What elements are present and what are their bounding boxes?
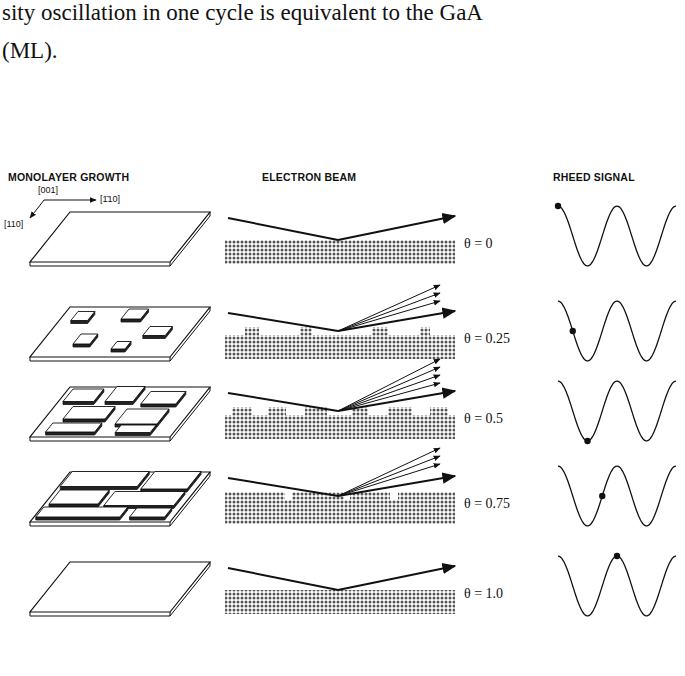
growth-plate — [30, 387, 210, 442]
body-text: sity oscillation in one cycle is equival… — [2, 0, 483, 25]
electron-beam — [228, 566, 455, 590]
signal-dot — [599, 493, 605, 499]
coverage-label: θ = 0 — [464, 236, 493, 251]
axis-label: [1̄10] — [100, 195, 120, 205]
signal-dot — [614, 553, 620, 559]
rheed-signal — [555, 203, 676, 266]
electron-beam-crystal — [225, 240, 455, 264]
axis-label: [110] — [4, 220, 23, 230]
body-text: (ML). — [2, 38, 58, 63]
growth-plate — [30, 562, 210, 616]
rheed-signal — [558, 466, 676, 526]
rheed-signal — [558, 301, 676, 361]
column-heading: MONOLAYER GROWTH — [8, 172, 129, 184]
rheed-signal — [558, 381, 676, 444]
electron-beam-crystal — [225, 492, 455, 524]
growth-plate — [30, 212, 210, 266]
column-heading: ELECTRON BEAM — [262, 172, 356, 184]
coverage-label: θ = 0.5 — [464, 411, 503, 426]
electron-beam-crystal — [225, 327, 455, 359]
electron-beam — [228, 285, 455, 331]
signal-dot — [555, 203, 561, 209]
signal-dot — [570, 328, 576, 334]
coverage-label: θ = 0.75 — [464, 496, 510, 511]
axis-label: [001] — [38, 186, 58, 196]
coverage-label: θ = 1.0 — [464, 586, 503, 601]
electron-beam — [228, 216, 455, 240]
signal-dot — [584, 438, 590, 444]
electron-beam-crystal — [225, 407, 455, 439]
electron-beam-crystal — [225, 590, 455, 614]
coverage-label: θ = 0.25 — [464, 331, 510, 346]
rheed-signal — [558, 553, 676, 616]
growth-plate — [30, 307, 210, 361]
electron-beam — [228, 359, 455, 411]
electron-beam — [228, 448, 455, 496]
growth-plate — [30, 472, 210, 527]
column-heading: RHEED SIGNAL — [553, 172, 635, 184]
